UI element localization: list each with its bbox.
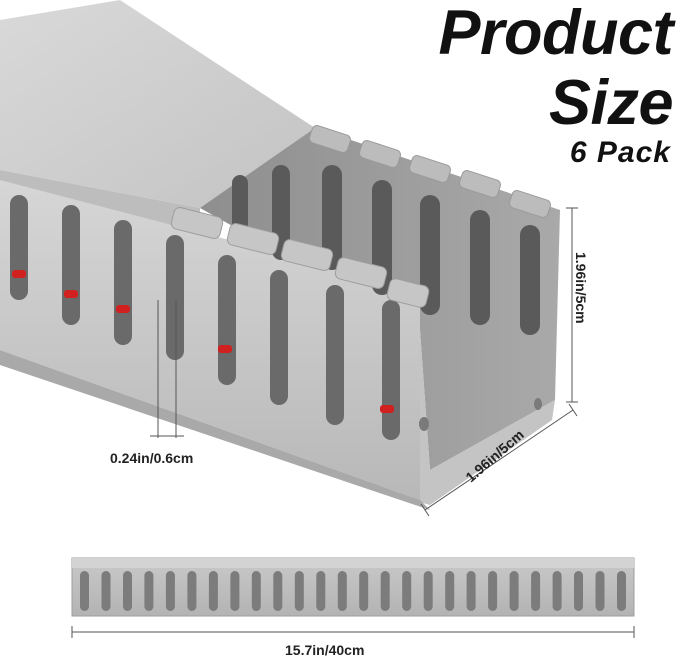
- pack-count: 6 Pack: [569, 136, 671, 169]
- mounting-hole-2: [534, 398, 542, 410]
- side-view-slot: [466, 571, 476, 611]
- side-view-top-edge: [72, 558, 634, 568]
- side-view-slot: [294, 571, 304, 611]
- title-product: Product: [438, 0, 673, 68]
- side-view-slot: [80, 571, 89, 611]
- title-size: Size: [548, 68, 674, 138]
- wire-duct-3d: [0, 0, 560, 510]
- side-view-slot: [574, 571, 583, 611]
- side-view-slot: [531, 571, 541, 611]
- side-view-slot: [402, 571, 412, 611]
- red-wire-marks: [12, 270, 394, 413]
- side-view-slot: [337, 571, 347, 611]
- side-view-slots: [80, 571, 626, 611]
- side-view-slot: [187, 571, 197, 611]
- side-view-slot: [488, 571, 498, 611]
- side-view-slot: [144, 571, 154, 611]
- side-view-slot: [251, 571, 261, 611]
- back-finger-tops: [308, 125, 552, 218]
- side-view-slot: [595, 571, 605, 611]
- side-view-slot: [123, 571, 132, 611]
- front-finger-tops: [170, 207, 430, 308]
- duct-side-view: [71, 557, 635, 617]
- side-view-slot: [552, 571, 562, 611]
- back-slots: [232, 165, 540, 335]
- height-dimension-label: 1.96in/5cm: [573, 252, 589, 324]
- duct-cover-edge: [0, 170, 200, 232]
- side-view-slot: [165, 571, 175, 611]
- side-view-slot: [509, 571, 519, 611]
- length-dimension-label: 15.7in/40cm: [285, 642, 365, 658]
- duct-base: [412, 330, 555, 505]
- side-view-slot: [359, 571, 369, 611]
- side-view-slot: [230, 571, 240, 611]
- mounting-hole: [419, 417, 429, 431]
- side-view-slot: [617, 571, 626, 611]
- side-view-slot: [423, 571, 433, 611]
- duct-cover: [0, 0, 315, 208]
- side-view-slot: [316, 571, 326, 611]
- slot-width-dimension-label: 0.24in/0.6cm: [110, 450, 194, 466]
- side-view-slot: [101, 571, 111, 611]
- side-view-slot: [208, 571, 218, 611]
- duct-bottom-lip: [0, 350, 430, 510]
- side-view-slot: [273, 571, 283, 611]
- dimension-lines: [71, 207, 635, 638]
- duct-front-wall: [0, 180, 420, 500]
- side-view-slot: [445, 571, 455, 611]
- side-view-slot: [380, 571, 390, 611]
